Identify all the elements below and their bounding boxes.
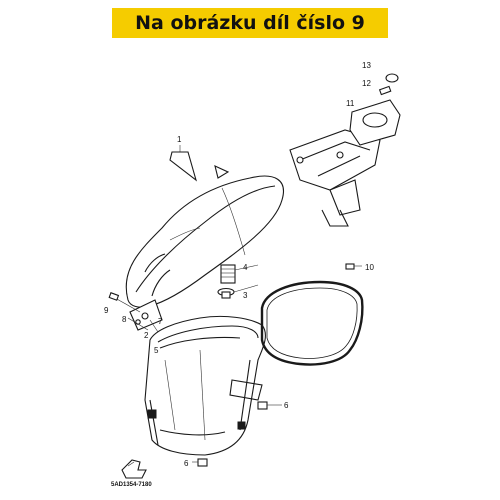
- bolt-part-3: [217, 284, 259, 299]
- hinge-bracket: [108, 292, 163, 333]
- bolt-part-6-lower: [192, 458, 208, 467]
- callout-6-lower: 6: [184, 459, 189, 468]
- callout-2: 2: [144, 331, 149, 340]
- callout-7: 7: [158, 317, 163, 326]
- callout-3: 3: [243, 291, 248, 300]
- callout-10: 10: [365, 263, 374, 272]
- drawing-code: 5AD1354-7180: [111, 482, 152, 488]
- front-direction-arrow-icon: [121, 459, 147, 479]
- bolt-part-6-upper: [257, 401, 282, 410]
- banner-title: Na obrázku díl číslo 9: [135, 12, 365, 34]
- callout-6-upper: 6: [284, 401, 289, 410]
- callout-12: 12: [362, 79, 371, 88]
- callout-11: 11: [346, 99, 355, 108]
- title-banner: Na obrázku díl číslo 9: [112, 8, 388, 38]
- storage-box: [144, 315, 266, 456]
- callout-4: 4: [243, 263, 248, 272]
- callout-5: 5: [154, 346, 159, 355]
- damper-part: [220, 264, 259, 284]
- callout-8: 8: [122, 315, 127, 324]
- seat-part: [125, 165, 284, 308]
- callout-1: 1: [177, 135, 182, 144]
- gasket-seal: [260, 280, 364, 366]
- carrier-bracket: [289, 73, 401, 270]
- callout-9: 9: [104, 306, 109, 315]
- callout-13: 13: [362, 61, 371, 70]
